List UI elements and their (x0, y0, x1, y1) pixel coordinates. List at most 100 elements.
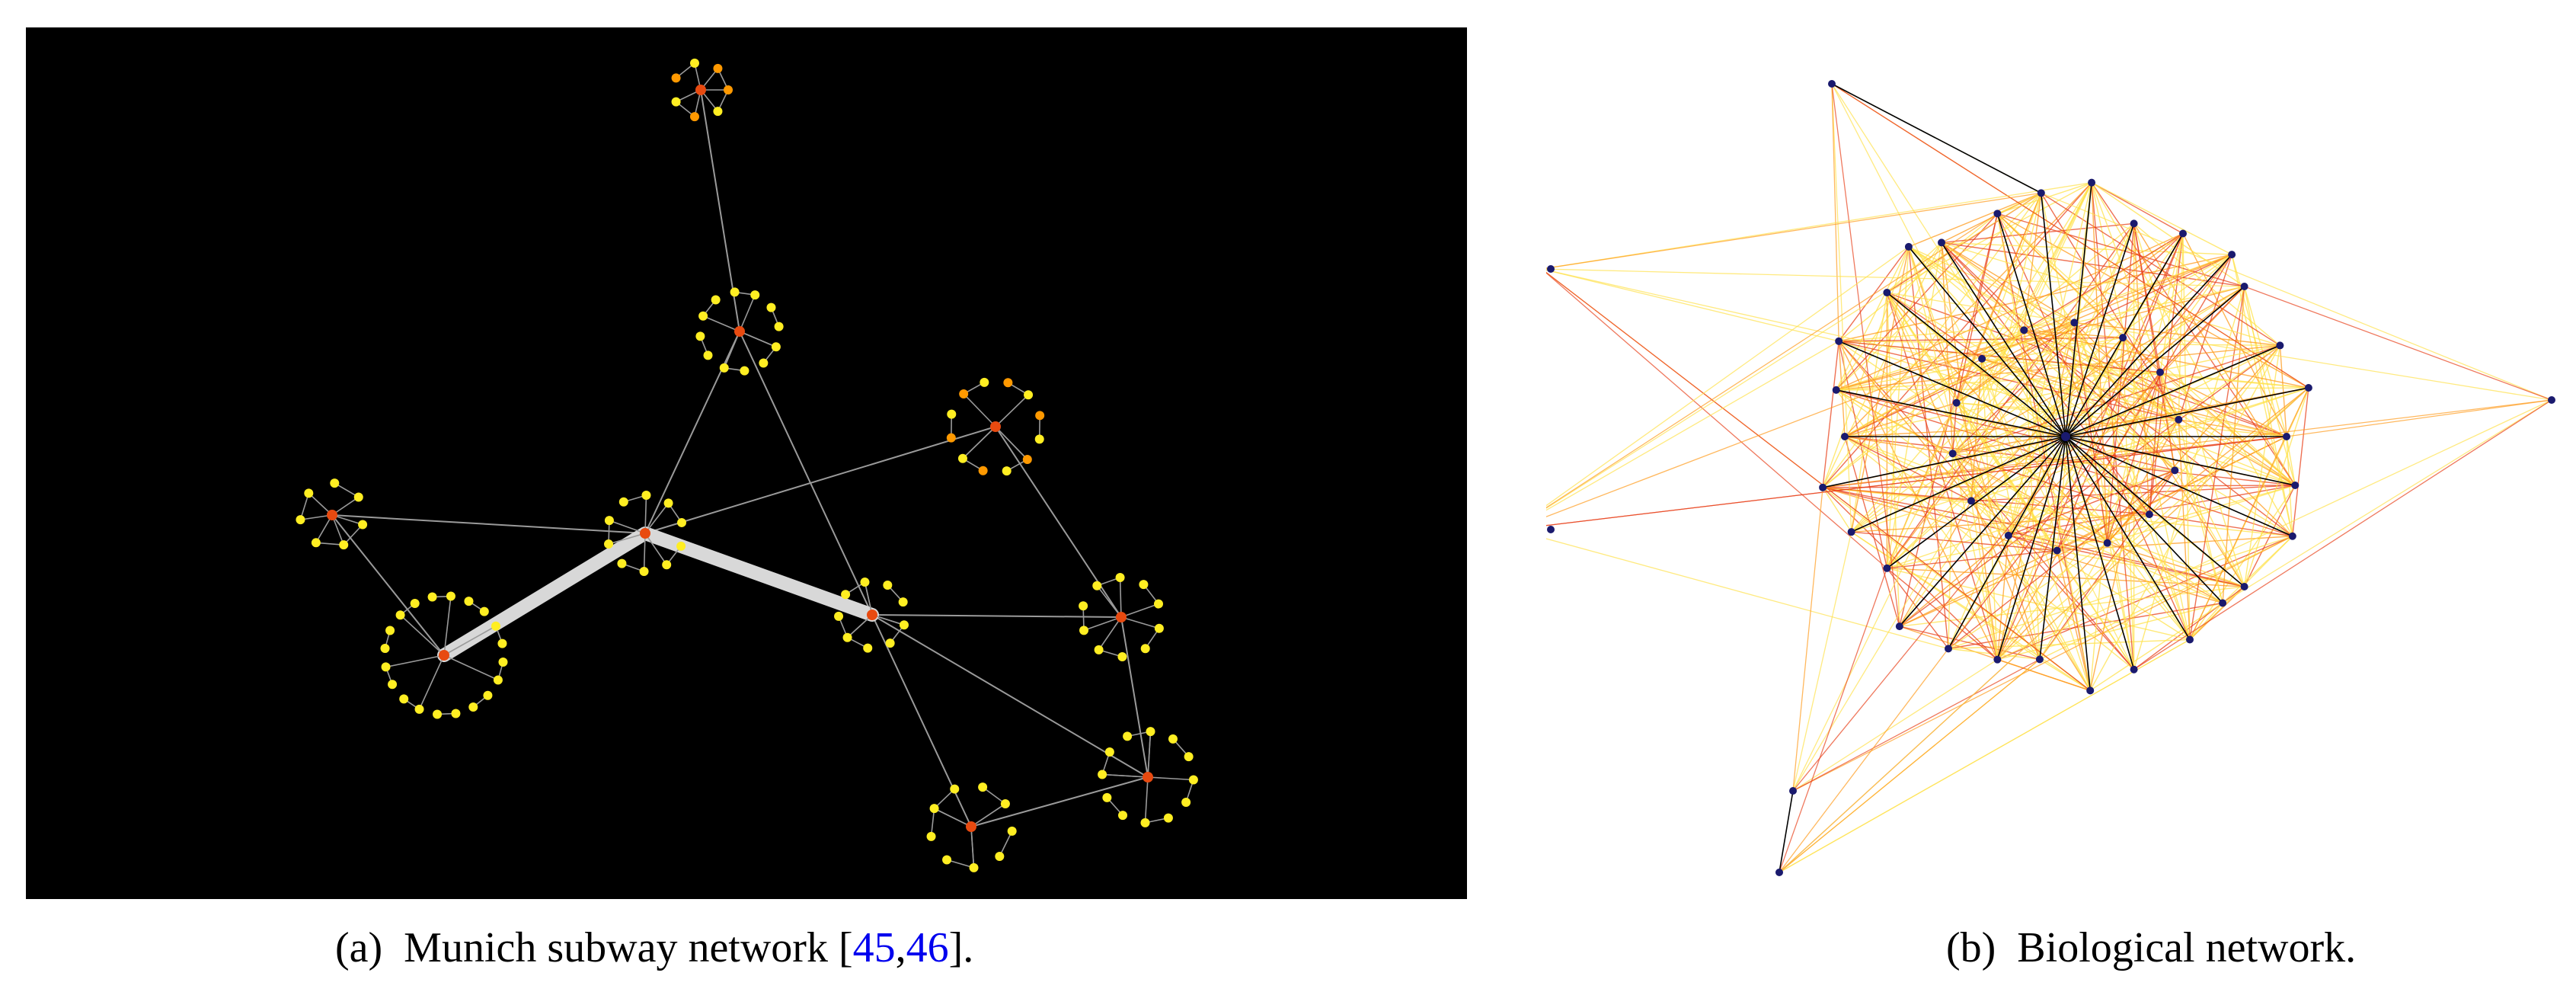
interaction-edge (1831, 83, 1839, 341)
hub-edge (2065, 387, 2309, 437)
interaction-edge (2089, 345, 2280, 691)
citation-separator: , (895, 924, 906, 971)
protein-node (1967, 497, 1975, 505)
interaction-edge (1844, 436, 2009, 536)
interaction-edge (1546, 254, 2232, 517)
interaction-edge (1838, 341, 1972, 501)
station-node (950, 784, 960, 794)
interaction-edge (2041, 192, 2280, 347)
protein-node (2103, 539, 2111, 547)
protein-node (2228, 251, 2236, 259)
station-node (339, 540, 349, 550)
protein-node (2130, 665, 2138, 674)
interaction-edge (1952, 387, 2309, 454)
hub-edge (2065, 436, 2091, 691)
caption-a-end: ]. (948, 924, 974, 971)
station-node (942, 855, 952, 865)
station-node (1140, 818, 1150, 827)
protein-node (1978, 354, 1986, 363)
protein-node (1835, 337, 1843, 345)
hub-node (1143, 772, 1153, 782)
interaction-edge (2008, 469, 2175, 536)
station-node (388, 680, 398, 690)
cluster-edge (724, 331, 740, 369)
interaction-edge (1822, 487, 1998, 661)
interaction-edge (1546, 538, 1949, 650)
cluster-edge (418, 654, 445, 710)
citation-link-45[interactable]: 45 (852, 924, 896, 971)
interaction-edge (1941, 242, 2245, 287)
interaction-edge (1850, 292, 1888, 533)
cluster-edge (702, 315, 740, 332)
interaction-edge (1546, 341, 1839, 511)
cluster-edge (400, 614, 445, 656)
interaction-edge (2057, 549, 2245, 587)
hub-edge (1948, 436, 2066, 649)
interaction-edge (2057, 419, 2179, 552)
interaction-edge (2024, 329, 2309, 389)
station-node (703, 350, 713, 360)
station-node (995, 852, 1005, 862)
station-node (698, 311, 708, 321)
interaction-edge (1981, 322, 2075, 360)
cluster-edge (739, 331, 777, 347)
interaction-edge (2159, 372, 2296, 486)
protein-node (1847, 528, 1855, 536)
interaction-edge (2149, 514, 2191, 640)
interaction-edge (1970, 286, 2245, 501)
protein-node (1993, 655, 2002, 664)
interaction-edge (1956, 402, 2058, 551)
interaction-edge (2039, 469, 2175, 660)
interaction-edge (1941, 242, 1999, 660)
protein-node (2145, 510, 2153, 519)
cluster-edge (1098, 616, 1122, 651)
interaction-edge (2133, 223, 2296, 486)
hub-edge (1886, 292, 2066, 437)
protein-node (2186, 635, 2194, 644)
citation-link-46[interactable]: 46 (906, 924, 949, 971)
station-node (1024, 390, 1034, 400)
station-node (1154, 623, 1164, 633)
hub-edge (1899, 436, 2066, 627)
interaction-edge (1970, 193, 2042, 501)
protein-node (2037, 189, 2045, 197)
interaction-edge (1831, 83, 2135, 670)
subway-edge (331, 514, 646, 534)
interaction-edge (2107, 469, 2175, 544)
station-node (1184, 752, 1194, 762)
subway-edge (644, 331, 740, 534)
protein-node (1547, 265, 1555, 273)
interaction-edge (2089, 372, 2161, 691)
interaction-edge (1844, 182, 2092, 437)
interaction-edge (1952, 286, 2245, 454)
protein-node (2548, 396, 2555, 404)
station-node (671, 97, 681, 107)
interaction-edge (1997, 399, 2552, 661)
protein-node (1841, 433, 1849, 440)
hub-node (439, 650, 449, 661)
station-node (1140, 644, 1150, 654)
interaction-edge (2057, 233, 2184, 551)
protein-node (2053, 546, 2061, 555)
station-node (774, 322, 784, 331)
hub-edge (2065, 182, 2092, 437)
interaction-edge (1952, 453, 2009, 536)
interaction-edge (1779, 638, 2191, 873)
protein-node (2175, 415, 2183, 424)
station-node (1146, 727, 1155, 737)
protein-node (2240, 282, 2248, 290)
interaction-edge (2041, 192, 2179, 421)
station-node (711, 295, 721, 305)
interaction-edge (2149, 344, 2280, 515)
protein-node (2086, 686, 2095, 695)
interaction-edge (1948, 648, 2041, 661)
subway-network-panel (26, 27, 1467, 899)
interaction-edge (1981, 358, 2191, 640)
interaction-edge (2159, 372, 2175, 471)
caption-b-label: (b) (1946, 924, 1996, 971)
hub-edge (2041, 193, 2066, 437)
station-node (885, 638, 895, 648)
interaction-edge (1886, 568, 1949, 649)
interaction-edge (1952, 182, 2092, 454)
hub-edge (1996, 213, 2066, 437)
